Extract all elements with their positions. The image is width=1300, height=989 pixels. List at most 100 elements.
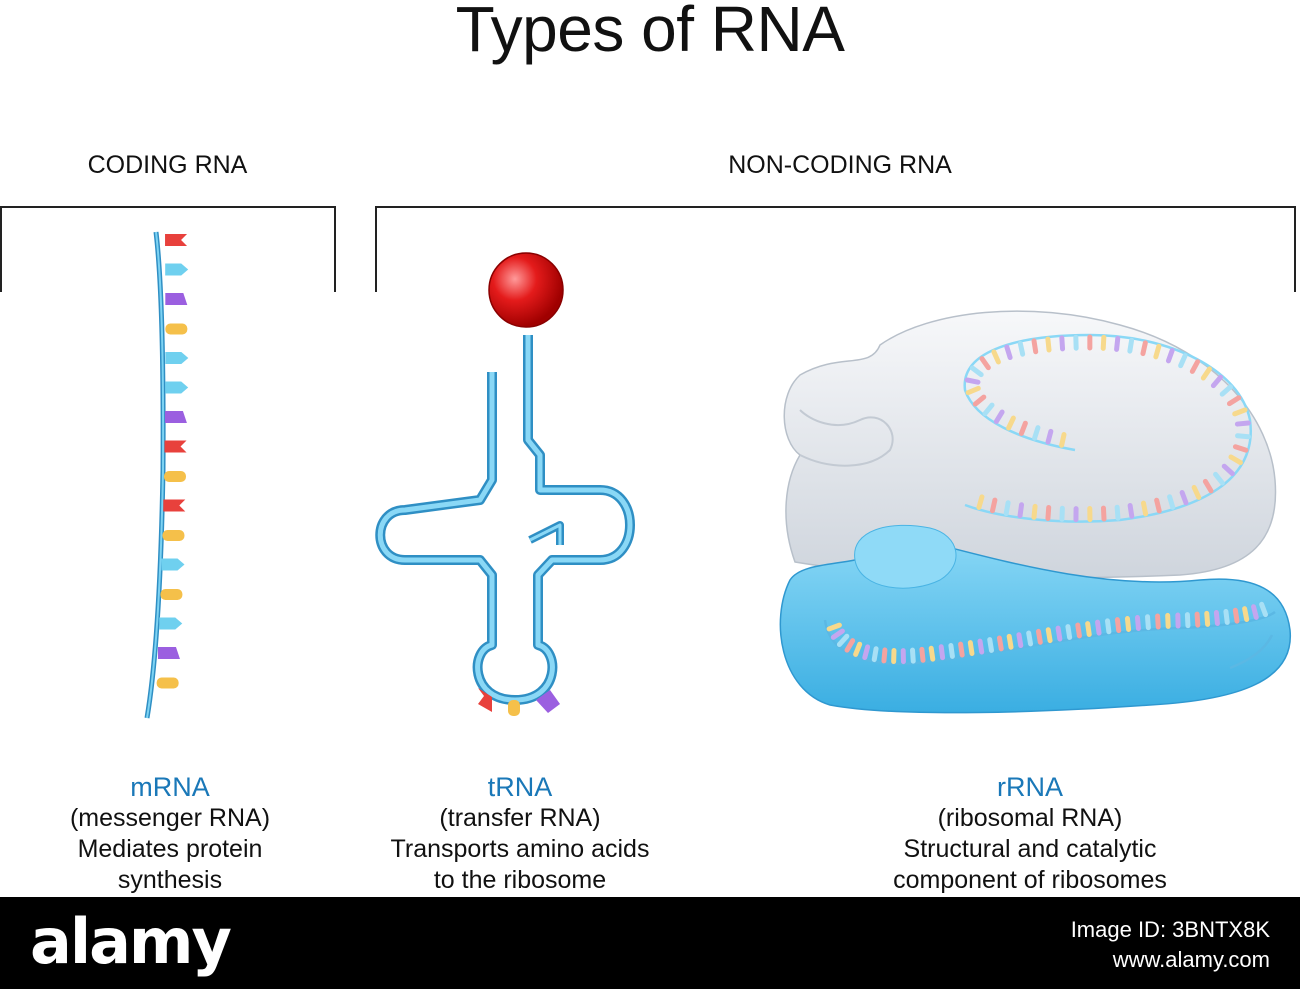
rrna-base — [1134, 615, 1141, 632]
mrna-backbone-highlight — [146, 231, 165, 719]
mrna-description-2: synthesis — [117, 866, 223, 894]
rrna-base — [1178, 353, 1188, 369]
rrna-base — [853, 641, 863, 657]
large-subunit-lobe — [799, 409, 894, 467]
rrna-base — [967, 640, 975, 657]
rrna-spiral-strand — [963, 333, 1252, 523]
rrna-base — [1018, 420, 1028, 436]
trna-full-name: (transfer RNA) — [439, 804, 601, 832]
mrna-base — [164, 440, 187, 453]
mrna-base — [165, 352, 189, 364]
rrna-description-2: component of ribosomes — [893, 866, 1167, 894]
mrna-description-1: Mediates protein — [77, 835, 263, 863]
image-credit: Image ID: 3BNTX8K www.alamy.com — [1071, 915, 1270, 975]
stock-footer-bar: alamy Image ID: 3BNTX8K www.alamy.com — [0, 897, 1300, 989]
mrna-base — [163, 471, 186, 482]
trna-variable-loop-inner — [529, 523, 562, 545]
rrna-base — [976, 494, 985, 510]
mrna-base — [165, 323, 188, 335]
rrna-base — [1006, 633, 1014, 650]
rrna-base — [1228, 454, 1243, 466]
rrna-base — [1242, 606, 1250, 622]
rrna-base — [1003, 500, 1011, 517]
ribosome — [779, 310, 1291, 714]
rrna-base — [1223, 608, 1230, 625]
mrna-base — [165, 234, 188, 246]
rrna-base — [1189, 359, 1201, 374]
rrna-base — [919, 646, 926, 663]
mrna-base — [164, 411, 187, 423]
mrna-base — [160, 589, 183, 600]
rrna-base — [969, 365, 984, 378]
rrna-base — [1045, 505, 1052, 522]
rrna-base — [1191, 484, 1202, 500]
rrna-base — [958, 641, 965, 658]
rrna-base — [1179, 489, 1189, 506]
rrna-base — [1114, 335, 1121, 352]
rrna-base — [826, 622, 842, 632]
mrna-strand — [144, 231, 189, 719]
amino-acid-ball — [488, 252, 564, 328]
rrna-base — [965, 385, 981, 396]
trna-strand-outer — [375, 335, 635, 705]
mrna-name: mRNA — [130, 772, 210, 802]
rrna-base — [982, 402, 995, 417]
rrna-base — [1059, 432, 1067, 448]
mrna-caption: mRNA (messenger RNA) Mediates protein sy… — [40, 772, 300, 896]
rrna-name: rRNA — [997, 772, 1063, 802]
rrna-base — [1045, 627, 1053, 644]
rrna-base — [1204, 610, 1211, 627]
rrna-base — [1127, 502, 1135, 519]
rrna-base — [928, 645, 936, 662]
anticodon-base-red — [478, 688, 492, 712]
rrna-base — [1232, 444, 1249, 453]
anticodon-base-purple — [536, 690, 560, 713]
rrna-base — [1045, 336, 1052, 353]
rrna-base — [830, 628, 845, 640]
rrna-base — [1124, 616, 1132, 632]
rrna-base — [1006, 415, 1016, 431]
noncoding-rna-label: NON-CODING RNA — [728, 151, 952, 179]
trna-description-1: Transports amino acids — [390, 835, 650, 863]
rrna-caption: rRNA (ribosomal RNA) Structural and cata… — [850, 772, 1210, 896]
site-url: www.alamy.com — [1112, 947, 1270, 972]
rrna-base — [1059, 335, 1066, 352]
rrna-base — [1234, 420, 1251, 427]
trna-strand-inner — [377, 335, 633, 703]
rrna-full-name: (ribosomal RNA) — [937, 804, 1123, 832]
rrna-base — [1221, 463, 1235, 477]
rrna-base — [1167, 494, 1176, 510]
rrna-base — [1251, 604, 1259, 620]
rrna-base — [1004, 344, 1013, 361]
rrna-base — [1145, 614, 1151, 631]
rrna-base — [871, 646, 879, 663]
rrna-base — [989, 497, 998, 514]
rrna-base — [996, 635, 1004, 652]
diagram-title: Types of RNA — [455, 0, 845, 65]
rrna-base — [862, 644, 871, 660]
rrna-base — [1154, 497, 1162, 514]
trna-name: tRNA — [487, 772, 553, 802]
rrna-base — [938, 644, 946, 661]
rrna-base — [1085, 621, 1092, 637]
rrna-base — [1045, 428, 1054, 445]
large-subunit — [783, 310, 1277, 579]
rrna-description-1: Structural and catalytic — [903, 835, 1157, 863]
rrna-bases — [826, 334, 1269, 665]
trna-description-2: to the ribosome — [433, 866, 607, 894]
rrna-base — [1213, 471, 1225, 486]
mrna-full-name: (messenger RNA) — [69, 804, 271, 832]
rrna-base — [1219, 384, 1233, 397]
rrna-base — [1226, 395, 1242, 407]
rrna-base — [1026, 630, 1034, 647]
mrna-base — [157, 647, 180, 659]
rrna-base — [1202, 478, 1214, 494]
rrna-base — [987, 637, 994, 653]
rrna-base — [1235, 433, 1251, 440]
rrna-base — [1031, 503, 1038, 520]
rrna-base — [1095, 619, 1102, 636]
mrna-base — [159, 617, 183, 630]
rrna-base — [993, 409, 1005, 424]
rrna-base — [1140, 500, 1149, 517]
rrna-base — [1032, 425, 1041, 441]
